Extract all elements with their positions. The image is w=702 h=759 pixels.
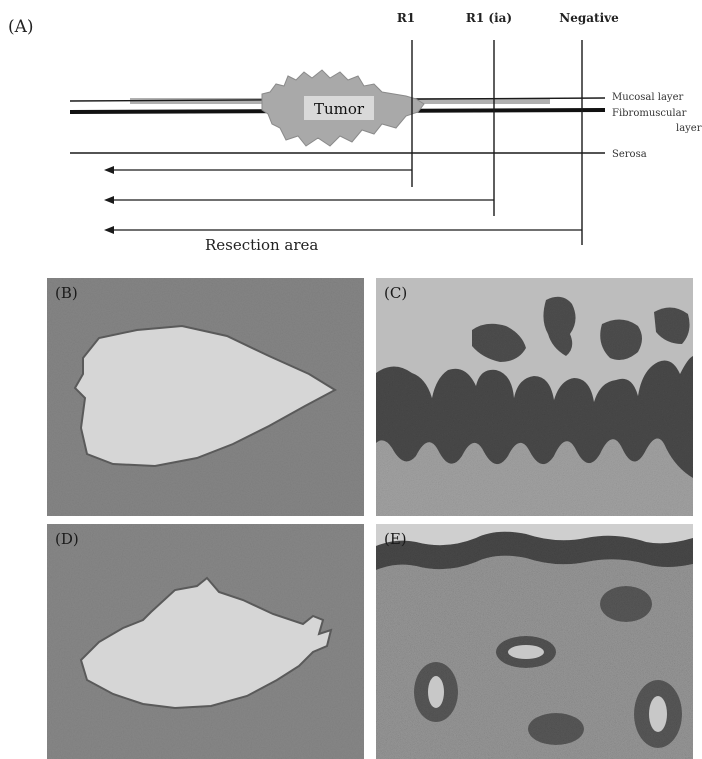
serosa-label: Serosa: [612, 149, 647, 160]
micrograph-e-label: (E): [384, 530, 407, 548]
gland-e1-lumen: [508, 645, 544, 659]
resection-area-label: Resection area: [205, 236, 318, 254]
micrograph-c-image: [376, 278, 693, 516]
panel-a-schematic: (A) R1 R1 (ia) Negative Tumor Mucosal la…: [0, 0, 702, 270]
resection-arrow-negative: [104, 226, 582, 234]
margin-label-r1: R1: [397, 11, 415, 25]
fibromuscular-layer-label-line1: Fibromuscular: [612, 108, 687, 119]
fibromuscular-layer-label-line2: layer: [676, 123, 702, 134]
margin-label-negative: Negative: [559, 11, 619, 25]
micrograph-c-label: (C): [384, 284, 407, 302]
margin-label-r1-ia: R1 (ia): [466, 11, 512, 25]
panel-a-label: (A): [8, 17, 34, 37]
micrograph-b-label: (B): [55, 284, 78, 302]
micrograph-d: (D): [47, 524, 364, 759]
gland-e5: [528, 713, 584, 745]
micrograph-e: (E): [376, 524, 693, 759]
micrograph-e-image: [376, 524, 693, 759]
micrograph-b: (B): [47, 278, 364, 516]
mucosal-layer-label: Mucosal layer: [612, 92, 683, 103]
gland-e3: [600, 586, 652, 622]
micrograph-c: (C): [376, 278, 693, 516]
gland-e4-lumen: [649, 696, 667, 732]
resection-arrow-r1: [104, 166, 412, 174]
micrograph-b-image: [47, 278, 364, 516]
resection-arrow-r1-ia: [104, 196, 494, 204]
micrograph-d-image: [47, 524, 364, 759]
gland-e2-lumen: [428, 676, 444, 708]
tumor-label: Tumor: [314, 100, 365, 118]
micrograph-d-label: (D): [55, 530, 79, 548]
